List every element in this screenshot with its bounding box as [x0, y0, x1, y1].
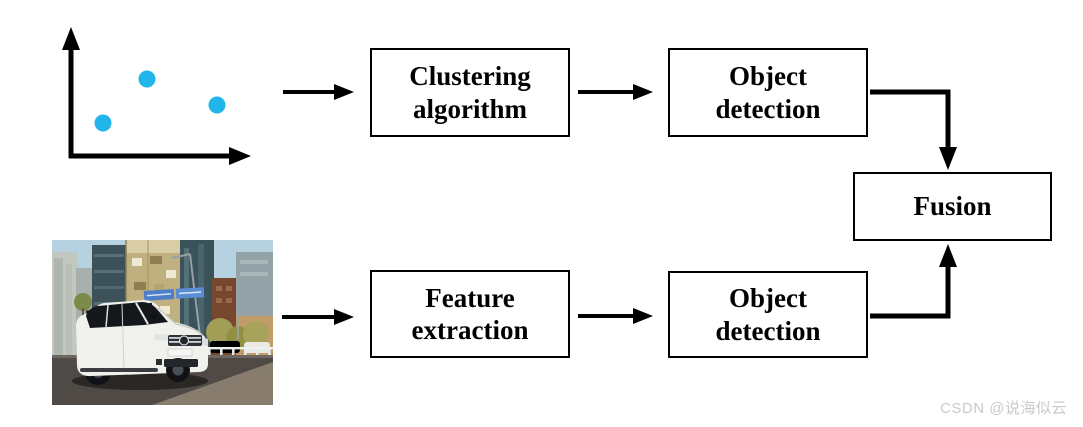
object-detection-top-label: Object detection [715, 61, 821, 124]
object-detection-bottom-box: Object detection [668, 271, 868, 358]
scatter-dot [138, 70, 156, 88]
arrow-photo-to-feature-extraction [282, 309, 354, 325]
object-detection-top-box: Object detection [668, 48, 868, 137]
arrow-object-top-to-fusion [870, 89, 957, 170]
photo-trees [74, 293, 269, 350]
scatter-dot [208, 96, 226, 114]
feature-extraction-box: Feature extraction [370, 270, 570, 358]
scatter-plot-icon [62, 27, 251, 165]
x-axis-arrow [69, 147, 251, 165]
arrow-scatter-to-clustering [283, 84, 354, 100]
clustering-algorithm-box: Clustering algorithm [370, 48, 570, 137]
scatter-dot [94, 114, 112, 132]
fusion-label: Fusion [913, 191, 992, 222]
clustering-algorithm-label: Clustering algorithm [409, 61, 531, 124]
photo-suv [72, 300, 208, 390]
arrow-clustering-to-object-detection [578, 84, 653, 100]
fusion-box: Fusion [853, 172, 1052, 241]
arrow-feature-to-object-detection [578, 308, 653, 324]
watermark: CSDN @说海似云 [940, 400, 1067, 417]
arrow-object-bottom-to-fusion [870, 244, 957, 319]
feature-extraction-label: Feature extraction [411, 282, 529, 345]
object-detection-bottom-label: Object detection [715, 283, 821, 346]
car-photo [52, 240, 273, 405]
photo-street-fixtures [143, 253, 239, 340]
car-photo-graphic [52, 240, 273, 405]
y-axis-arrow [62, 27, 80, 158]
